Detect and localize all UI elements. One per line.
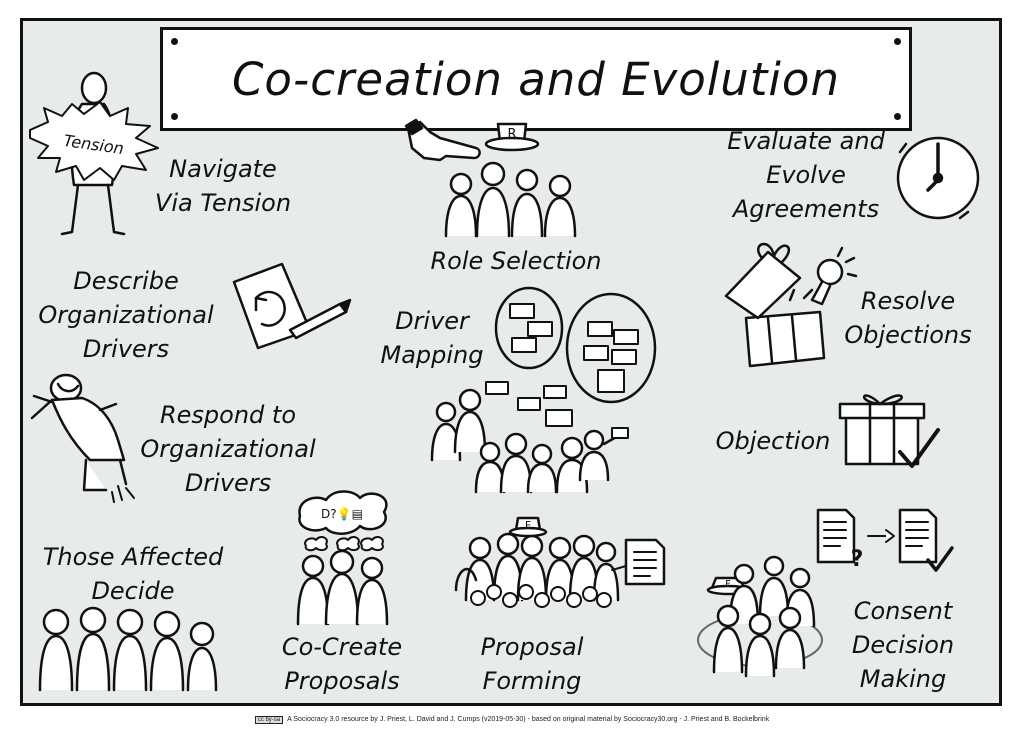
driver-mapping-people-icon	[430, 381, 629, 494]
consent-question-mark: ?	[851, 547, 864, 572]
label-driver-mapping: Driver Mapping	[380, 307, 484, 369]
lightbulb-icon	[810, 246, 858, 306]
label-co-create-proposals: Co-Create Proposals	[281, 633, 403, 695]
facilitator-hat-letter: F	[525, 519, 531, 532]
consent-documents-icon	[816, 508, 954, 572]
role-hat-icon	[484, 122, 540, 152]
title-panel: Co-creation and Evolution	[160, 27, 912, 131]
screw-icon	[894, 113, 901, 120]
co-create-group-icon	[296, 549, 389, 626]
label-resolve-objections: Resolve Objections	[844, 287, 972, 349]
label-role-selection: Role Selection	[430, 247, 602, 275]
affected-group-icon	[38, 606, 218, 692]
proposal-group-icon	[454, 516, 620, 602]
label-objection: Objection	[715, 427, 831, 455]
label-respond-organizational-drivers: Respond to Organizational Drivers	[140, 401, 316, 497]
svg-text:D?💡▤: D?💡▤	[321, 507, 363, 521]
tension-figure-icon	[29, 71, 159, 236]
screw-icon	[171, 113, 178, 120]
credit-text: A Sociocracy 3.0 resource by J. Priest, …	[287, 716, 770, 723]
facilitator-hat-letter: F	[725, 579, 731, 590]
screw-icon	[894, 38, 901, 45]
label-describe-organizational-drivers: Describe Organizational Drivers	[38, 267, 214, 363]
pointing-hand-icon	[404, 118, 481, 162]
role-hat-letter: R	[507, 127, 516, 142]
role-group-icon	[444, 161, 577, 238]
poster-title: Co-creation and Evolution	[232, 52, 840, 106]
label-proposal-forming: Proposal Forming	[480, 633, 584, 695]
driver-map-clusters-icon	[494, 286, 657, 404]
lightbulbs-icon	[470, 584, 612, 608]
proposal-document-icon	[611, 538, 666, 586]
screw-icon	[171, 38, 178, 45]
label-those-affected-decide: Those Affected Decide	[42, 543, 224, 605]
clock-icon	[896, 136, 980, 220]
consent-circle-icon	[697, 555, 823, 678]
open-gift-box-icon	[724, 242, 826, 368]
label-navigate-via-tension: Navigate Via Tension	[154, 155, 292, 217]
thought-cloud-icon: D?💡▤	[298, 490, 388, 552]
label-consent-decision-making: Consent Decision Making	[851, 597, 955, 693]
cc-license-badge: cc by-sa	[254, 716, 284, 724]
gift-objection-icon	[838, 394, 940, 468]
label-evaluate-evolve-agreements: Evaluate and Evolve Agreements	[727, 127, 885, 223]
responding-figure-icon	[30, 373, 135, 503]
driver-card-icon	[232, 262, 352, 350]
